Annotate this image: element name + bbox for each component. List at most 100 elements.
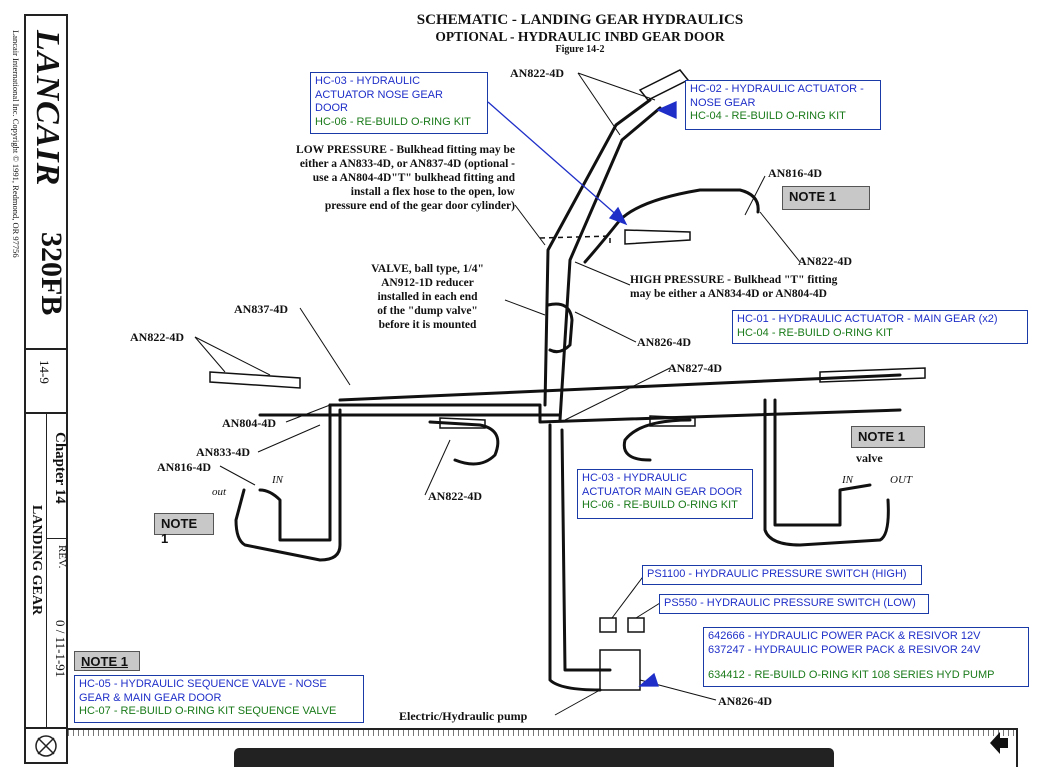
callout-hc02-line2: NOSE GEAR bbox=[690, 96, 756, 109]
main-gear-actuator-left bbox=[209, 371, 301, 389]
leader-an816-left bbox=[219, 465, 256, 486]
callout-ps550-text: PS550 - HYDRAULIC PRESSURE SWITCH (LOW) bbox=[664, 597, 916, 609]
leader-an822-left-2 bbox=[194, 336, 271, 376]
label-pump: Electric/Hydraulic pump bbox=[399, 709, 528, 723]
label-an822-top: AN822-4D bbox=[510, 66, 564, 80]
valve-note: VALVE, ball type, 1/4" AN912-1D reducer … bbox=[350, 262, 505, 332]
strip-divider-3 bbox=[24, 727, 68, 729]
leader-ps1100 bbox=[611, 573, 646, 619]
leader-an827 bbox=[564, 367, 671, 421]
low-pressure-line-1: LOW PRESSURE - Bulkhead fitting may be bbox=[296, 144, 515, 156]
valve-note-line-4: of the "dump valve" bbox=[377, 305, 478, 317]
valve-note-line-5: before it is mounted bbox=[378, 319, 477, 331]
callout-hc01: HC-01 - HYDRAULIC ACTUATOR - MAIN GEAR (… bbox=[732, 310, 1028, 344]
leader-ps550 bbox=[635, 602, 661, 619]
nose-gear-actuator bbox=[638, 69, 690, 101]
left-door-loop bbox=[428, 420, 500, 466]
hand-out-left: out bbox=[212, 486, 227, 498]
strip-divider-1 bbox=[24, 348, 68, 350]
corner-arrow-icon bbox=[990, 732, 1008, 754]
valve-word: valve bbox=[856, 451, 883, 465]
callout-power-pack-line1: 642666 - HYDRAULIC POWER PACK & RESIVOR … bbox=[708, 630, 981, 642]
left-door-actuator bbox=[439, 417, 486, 429]
leader-valve bbox=[504, 299, 546, 316]
label-an822-bottom: AN822-4D bbox=[428, 489, 482, 503]
main-gear-actuator-right bbox=[819, 367, 926, 383]
note1-tag-top-right: NOTE 1 bbox=[782, 186, 870, 210]
label-an822-right: AN822-4D bbox=[798, 254, 852, 268]
callout-hc01-kit: HC-04 - RE-BUILD O-RING KIT bbox=[737, 326, 893, 339]
callout-hc03-main: HC-03 - HYDRAULIC ACTUATOR MAIN GEAR DOO… bbox=[577, 469, 753, 519]
low-pressure-note: LOW PRESSURE - Bulkhead fitting may be e… bbox=[230, 143, 515, 213]
overlay-bar bbox=[234, 748, 834, 767]
callout-power-pack-line2: 637247 - HYDRAULIC POWER PACK & RESIVOR … bbox=[708, 643, 981, 656]
leader-an833 bbox=[257, 424, 321, 453]
callout-hc03-nose-line2: ACTUATOR NOSE GEAR bbox=[315, 88, 443, 101]
valve-note-line-3: installed in each end bbox=[377, 291, 478, 303]
arrow-line-hc03-nose bbox=[487, 101, 621, 219]
callout-hc05-line2: GEAR & MAIN GEAR DOOR bbox=[79, 691, 222, 704]
callout-hc03-nose: HC-03 - HYDRAULIC ACTUATOR NOSE GEAR DOO… bbox=[310, 72, 488, 134]
pressure-switch-low bbox=[627, 617, 645, 633]
high-pressure-line-2: may be either a AN834-4D or AN804-4D bbox=[630, 288, 827, 300]
valve-note-line-1: VALVE, ball type, 1/4" bbox=[371, 263, 484, 275]
strip-rev-divider bbox=[46, 538, 68, 539]
margin-strip bbox=[24, 14, 68, 764]
leader-an837 bbox=[299, 307, 351, 386]
callout-hc02-kit: HC-04 - RE-BUILD O-RING KIT bbox=[690, 110, 846, 122]
leader-low-pressure bbox=[514, 204, 546, 246]
label-an833: AN833-4D bbox=[196, 445, 250, 459]
pressure-switch-high bbox=[599, 617, 617, 633]
nose-door-loop bbox=[583, 188, 760, 264]
page-subtitle: OPTIONAL - HYDRAULIC INBD GEAR DOOR bbox=[435, 29, 725, 44]
leader-an804 bbox=[285, 404, 331, 423]
low-pressure-line-3: use a AN804-4D"T" bulkhead fitting and bbox=[312, 172, 515, 184]
leader-an822-bottom bbox=[424, 439, 451, 496]
pump-line-2 bbox=[560, 428, 612, 672]
leader-an822-top-2 bbox=[577, 72, 656, 101]
pump-line-1 bbox=[548, 423, 602, 692]
leader-an826-mid bbox=[574, 311, 637, 343]
hand-in-left: IN bbox=[272, 474, 283, 486]
arrow-head-hc02 bbox=[656, 100, 677, 120]
note1-tag-right: NOTE 1 bbox=[851, 426, 925, 448]
low-pressure-line-5: pressure end of the gear door cylinder) bbox=[324, 200, 515, 212]
leader-pump bbox=[554, 689, 601, 716]
valve-note-line-2: AN912-1D reducer bbox=[381, 277, 474, 289]
strip-cross-icon bbox=[35, 735, 57, 757]
callout-hc01-line1: HC-01 - HYDRAULIC ACTUATOR - MAIN GEAR (… bbox=[737, 313, 998, 325]
leader-an822-left bbox=[194, 336, 226, 373]
page-title: SCHEMATIC - LANDING GEAR HYDRAULICS bbox=[416, 12, 744, 28]
callout-power-pack-kit: 634412 - RE-BUILD O-RING KIT 108 SERIES … bbox=[708, 669, 995, 681]
left-drop-outer bbox=[258, 403, 332, 542]
label-an827: AN827-4D bbox=[668, 361, 722, 375]
callout-ps1100-text: PS1100 - HYDRAULIC PRESSURE SWITCH (HIGH… bbox=[647, 568, 907, 580]
callout-hc05-kit: HC-07 - RE-BUILD O-RING KIT SEQUENCE VAL… bbox=[79, 705, 337, 717]
note1-tag-bottom-left: NOTE 1 bbox=[74, 651, 140, 671]
figure-number: Figure 14-2 bbox=[555, 44, 605, 55]
label-an826-mid: AN826-4D bbox=[637, 335, 691, 349]
strip-divider-2 bbox=[24, 412, 68, 414]
callout-hc02: HC-02 - HYDRAULIC ACTUATOR - NOSE GEAR H… bbox=[685, 80, 881, 130]
arrow-head-power-pack bbox=[638, 672, 659, 687]
callout-hc05-line1: HC-05 - HYDRAULIC SEQUENCE VALVE - NOSE bbox=[79, 678, 327, 690]
label-an816-left: AN816-4D bbox=[157, 460, 211, 474]
high-pressure-line-1: HIGH PRESSURE - Bulkhead "T" fitting bbox=[630, 274, 838, 286]
callout-ps1100: PS1100 - HYDRAULIC PRESSURE SWITCH (HIGH… bbox=[642, 565, 922, 585]
leader-an816-right bbox=[744, 175, 766, 216]
callout-hc03-nose-kit: HC-06 - RE-BUILD O-RING KIT bbox=[315, 115, 471, 128]
callout-power-pack: 642666 - HYDRAULIC POWER PACK & RESIVOR … bbox=[703, 627, 1029, 687]
callout-hc03-nose-line3: DOOR bbox=[315, 102, 348, 114]
bottom-tick-marks bbox=[68, 730, 1016, 736]
callout-hc03-nose-line1: HC-03 - HYDRAULIC bbox=[315, 75, 421, 87]
main-line-upper bbox=[338, 373, 902, 402]
leader-an822-top bbox=[577, 72, 621, 136]
callout-hc03-main-line2: ACTUATOR MAIN GEAR DOOR bbox=[582, 485, 743, 498]
bottom-frame bbox=[68, 728, 1018, 730]
hand-in-right: IN bbox=[842, 474, 853, 486]
bottom-frame-right bbox=[1016, 728, 1018, 767]
leader-high-pressure bbox=[574, 261, 631, 286]
arrow-head-hc03-nose bbox=[608, 206, 628, 226]
callout-hc05: HC-05 - HYDRAULIC SEQUENCE VALVE - NOSE … bbox=[74, 675, 364, 723]
